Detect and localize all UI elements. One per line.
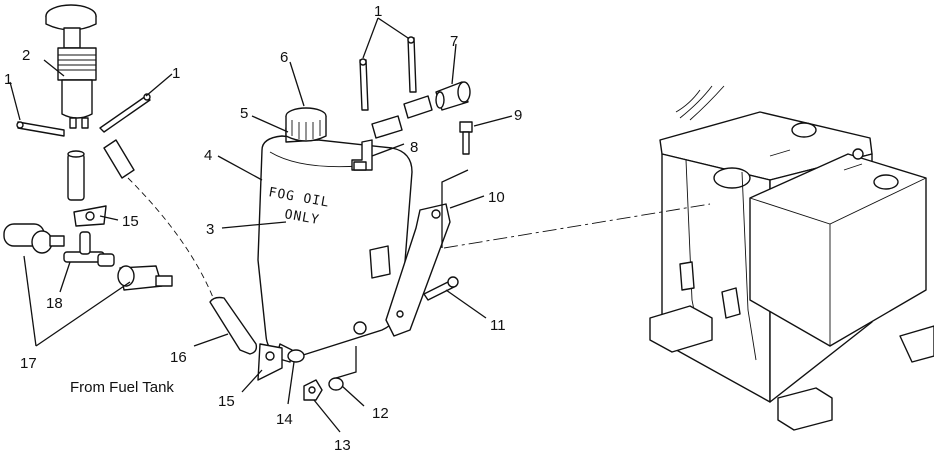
callout-17: 17 xyxy=(20,355,37,372)
callout-15-upper: 15 xyxy=(122,213,139,230)
bracket-left xyxy=(73,205,107,227)
bracket-lower xyxy=(257,343,283,381)
engine-block xyxy=(649,85,934,431)
leader-lines xyxy=(9,17,513,433)
t-fitting xyxy=(63,231,115,267)
mount-bracket xyxy=(385,203,451,337)
bolt-11 xyxy=(423,276,459,301)
check-valve-right xyxy=(117,265,173,291)
primer-pump-assembly xyxy=(45,4,97,129)
outlet-hose xyxy=(209,296,258,355)
callout-numbers: 1 2 1 1 6 7 5 8 9 4 10 3 15 18 11 16 17 … xyxy=(4,3,522,454)
callout-1-left: 1 xyxy=(4,71,12,88)
callout-16: 16 xyxy=(170,349,187,366)
vent-hose-segments xyxy=(371,95,433,139)
callout-3: 3 xyxy=(206,221,214,238)
callout-10: 10 xyxy=(488,189,505,206)
callout-1-top: 1 xyxy=(374,3,382,20)
callout-9: 9 xyxy=(514,107,522,124)
callout-7: 7 xyxy=(450,33,458,50)
hose-clamp-center xyxy=(99,93,151,133)
washer xyxy=(328,377,344,391)
callout-1-center: 1 xyxy=(172,65,180,82)
vent-filter xyxy=(435,81,471,111)
bolt-9 xyxy=(459,121,473,155)
hose-clamp-left xyxy=(16,121,65,137)
callout-4: 4 xyxy=(204,147,212,164)
callout-12: 12 xyxy=(372,405,389,422)
callout-2: 2 xyxy=(22,47,30,64)
callout-8: 8 xyxy=(410,139,418,156)
pump-hose xyxy=(67,150,85,201)
callout-14: 14 xyxy=(276,411,293,428)
callout-5: 5 xyxy=(240,105,248,122)
callout-6: 6 xyxy=(280,49,288,66)
connection-line-to-engine xyxy=(443,203,711,249)
callout-13: 13 xyxy=(334,437,351,450)
hose-route-dashed xyxy=(127,177,215,301)
nut xyxy=(303,379,323,401)
check-valve-left xyxy=(3,223,65,254)
fuel-tank-caption: From Fuel Tank xyxy=(70,379,174,396)
callout-15-lower: 15 xyxy=(218,393,235,410)
callout-18: 18 xyxy=(46,295,63,312)
vent-elbow xyxy=(351,139,373,171)
vent-hose-upper-clamps xyxy=(359,36,417,111)
hose-clamp-lower xyxy=(287,349,305,363)
callout-11: 11 xyxy=(490,317,506,334)
tank-label-line2: ONLY xyxy=(283,207,320,228)
hose-segment xyxy=(103,139,135,179)
